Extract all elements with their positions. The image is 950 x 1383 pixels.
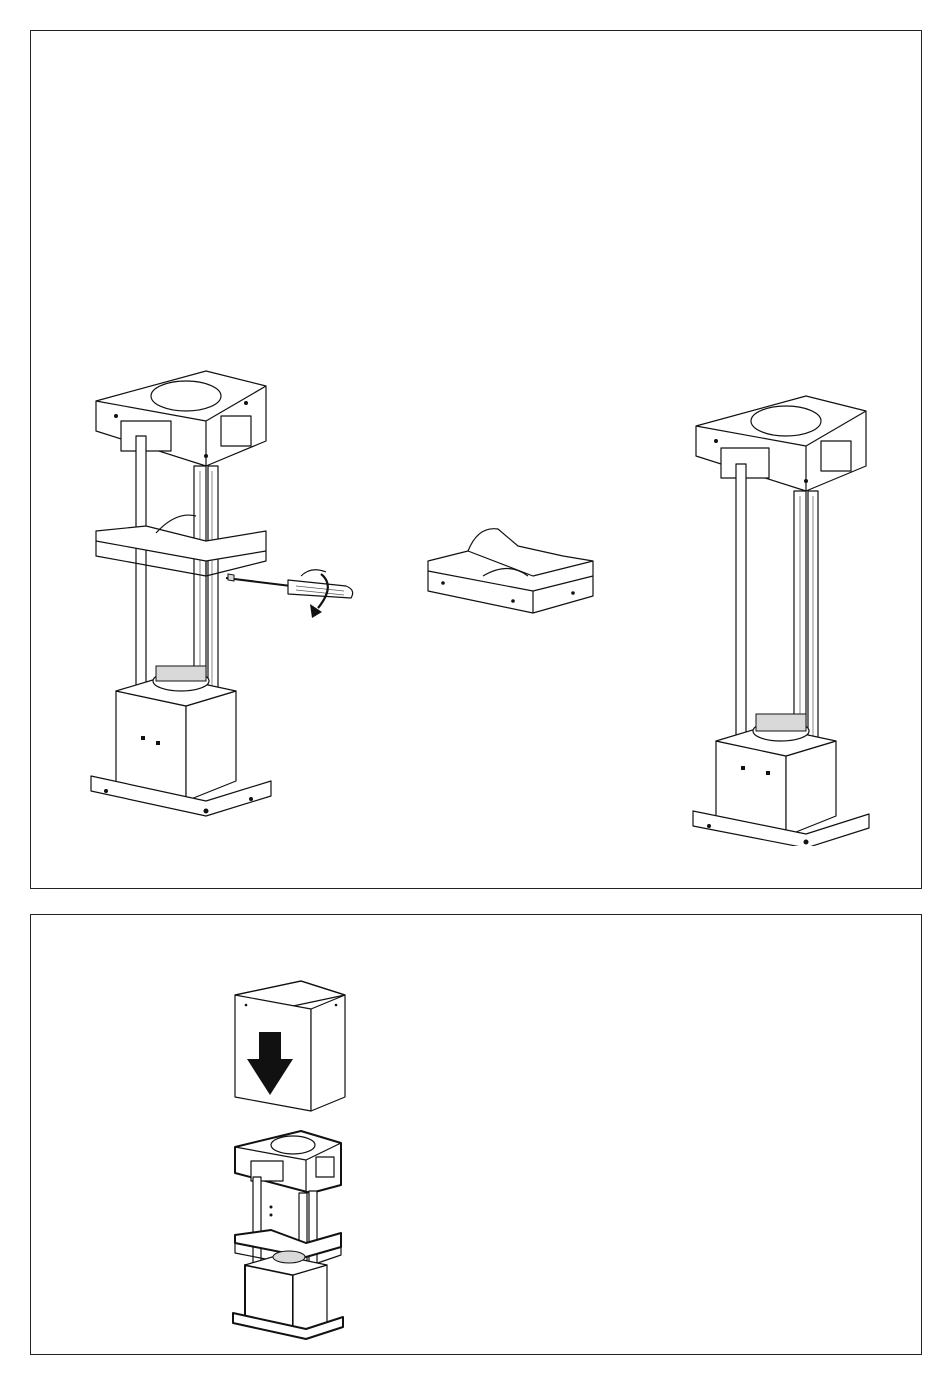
hood-frame-assembly bbox=[231, 1125, 346, 1340]
hood-frame-without-shelf bbox=[691, 386, 871, 846]
chimney-cover bbox=[231, 977, 351, 1117]
step-panel-top bbox=[30, 30, 922, 889]
screwdriver-unscrewing bbox=[226, 566, 361, 646]
step-panel-bottom bbox=[30, 914, 922, 1355]
removed-shelf bbox=[423, 521, 598, 621]
